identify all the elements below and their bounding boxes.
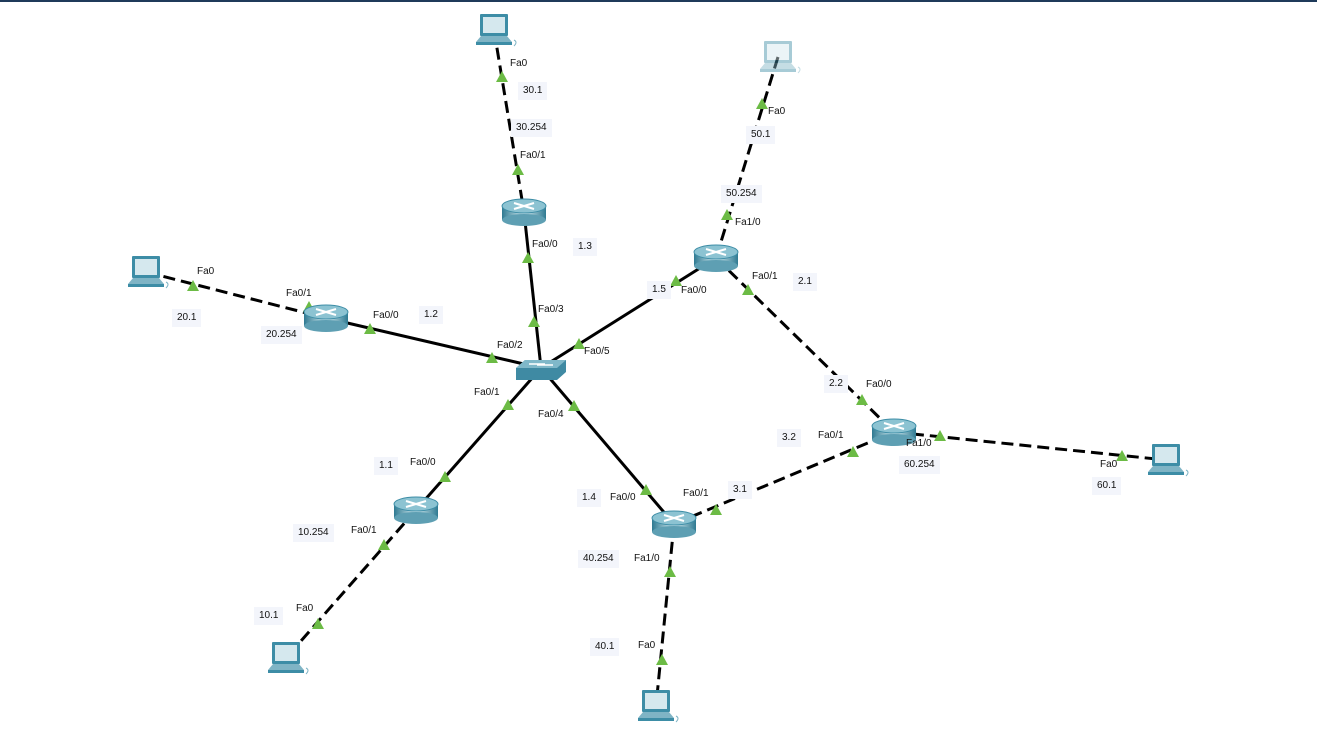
router-icon[interactable]: [393, 496, 439, 524]
pc-icon[interactable]: [476, 14, 517, 47]
port-up-icon: [742, 284, 754, 295]
port-up-icon: [856, 394, 868, 405]
link-r60-pc60[interactable]: [893, 430, 1167, 462]
link-r20-sw[interactable]: [325, 316, 542, 370]
port-up-icon: [670, 275, 682, 286]
link-pc30-r30[interactable]: [492, 29, 526, 213]
pc-icon[interactable]: [760, 41, 801, 74]
port-up-icon: [439, 471, 451, 482]
port-up-icon: [847, 446, 859, 457]
port-up-icon: [568, 400, 580, 411]
port-up-icon: [710, 504, 722, 515]
devices-layer: [128, 14, 1189, 723]
link-pc50-r50[interactable]: [714, 56, 780, 259]
port-up-icon: [496, 71, 508, 82]
link-r40-r60[interactable]: [673, 430, 895, 526]
port-up-icon: [1116, 450, 1128, 461]
router-icon[interactable]: [501, 198, 547, 226]
port-up-icon: [312, 618, 324, 629]
link-pc20-r20[interactable]: [145, 270, 327, 320]
port-up-icon: [378, 539, 390, 550]
router-icon[interactable]: [651, 510, 697, 538]
link-r50-sw[interactable]: [540, 256, 717, 370]
link-sw-r40[interactable]: [539, 367, 676, 525]
pc-icon[interactable]: [1148, 444, 1189, 477]
switch-icon[interactable]: [516, 360, 566, 380]
port-indicators-layer: [187, 71, 1128, 665]
port-up-icon: [656, 654, 668, 665]
router-icon[interactable]: [303, 304, 349, 332]
port-up-icon: [528, 316, 540, 327]
port-up-icon: [522, 252, 534, 263]
port-up-icon: [721, 209, 733, 220]
link-r50-r60[interactable]: [714, 256, 896, 434]
link-r10-pc10[interactable]: [284, 509, 418, 659]
port-up-icon: [512, 164, 524, 175]
port-up-icon: [756, 98, 768, 109]
window-top-border: [0, 0, 1317, 2]
link-sw-r10[interactable]: [414, 367, 543, 511]
router-icon[interactable]: [871, 418, 917, 446]
pc-icon[interactable]: [128, 256, 169, 289]
router-icon[interactable]: [693, 244, 739, 272]
port-up-icon: [573, 338, 585, 349]
port-up-icon: [934, 430, 946, 441]
port-up-icon: [640, 484, 652, 495]
port-up-icon: [364, 323, 376, 334]
port-up-icon: [486, 352, 498, 363]
link-r30-sw[interactable]: [522, 211, 543, 369]
pc-icon[interactable]: [638, 690, 679, 723]
port-up-icon: [187, 280, 199, 291]
port-up-icon: [664, 566, 676, 577]
pc-icon[interactable]: [268, 642, 309, 675]
link-r40-pc40[interactable]: [654, 523, 676, 707]
links-layer: [145, 29, 1167, 707]
port-up-icon: [502, 399, 514, 410]
